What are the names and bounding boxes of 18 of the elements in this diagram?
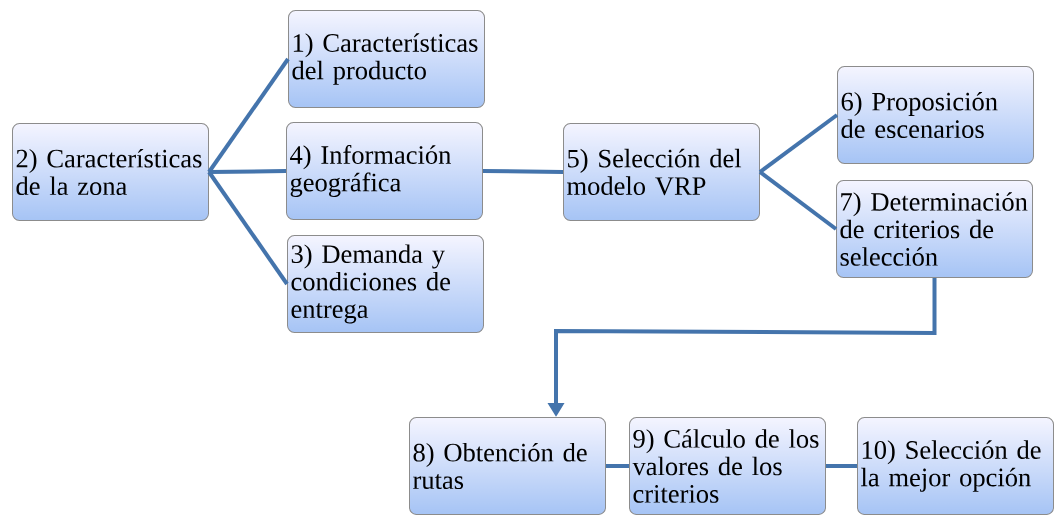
process-box: 9) Cálculo de los valores de los criterios bbox=[629, 417, 826, 515]
process-box: 3) Demanda y condiciones de entrega bbox=[287, 235, 484, 333]
process-box: 4) Información geográfica bbox=[286, 122, 483, 220]
process-box: 6) Proposición de escenarios bbox=[837, 66, 1034, 164]
connector-line bbox=[826, 464, 857, 468]
process-box: 5) Selección del modelo VRP bbox=[563, 123, 760, 221]
connector-line bbox=[606, 464, 629, 468]
connector-line bbox=[483, 169, 564, 174]
process-box: 2) Características de la zona bbox=[12, 123, 209, 221]
connector-line bbox=[207, 57, 290, 174]
connector-line bbox=[758, 170, 838, 231]
connector-line bbox=[758, 113, 839, 174]
process-box: 10) Selección de la mejor opción bbox=[857, 417, 1054, 515]
connector-line bbox=[207, 170, 289, 286]
process-box: 1) Características del producto bbox=[288, 10, 485, 108]
connector-line bbox=[209, 169, 287, 174]
process-box: 7) Determinación de criterios de selección bbox=[836, 180, 1033, 278]
process-box: 8) Obtención de rutas bbox=[409, 417, 606, 515]
